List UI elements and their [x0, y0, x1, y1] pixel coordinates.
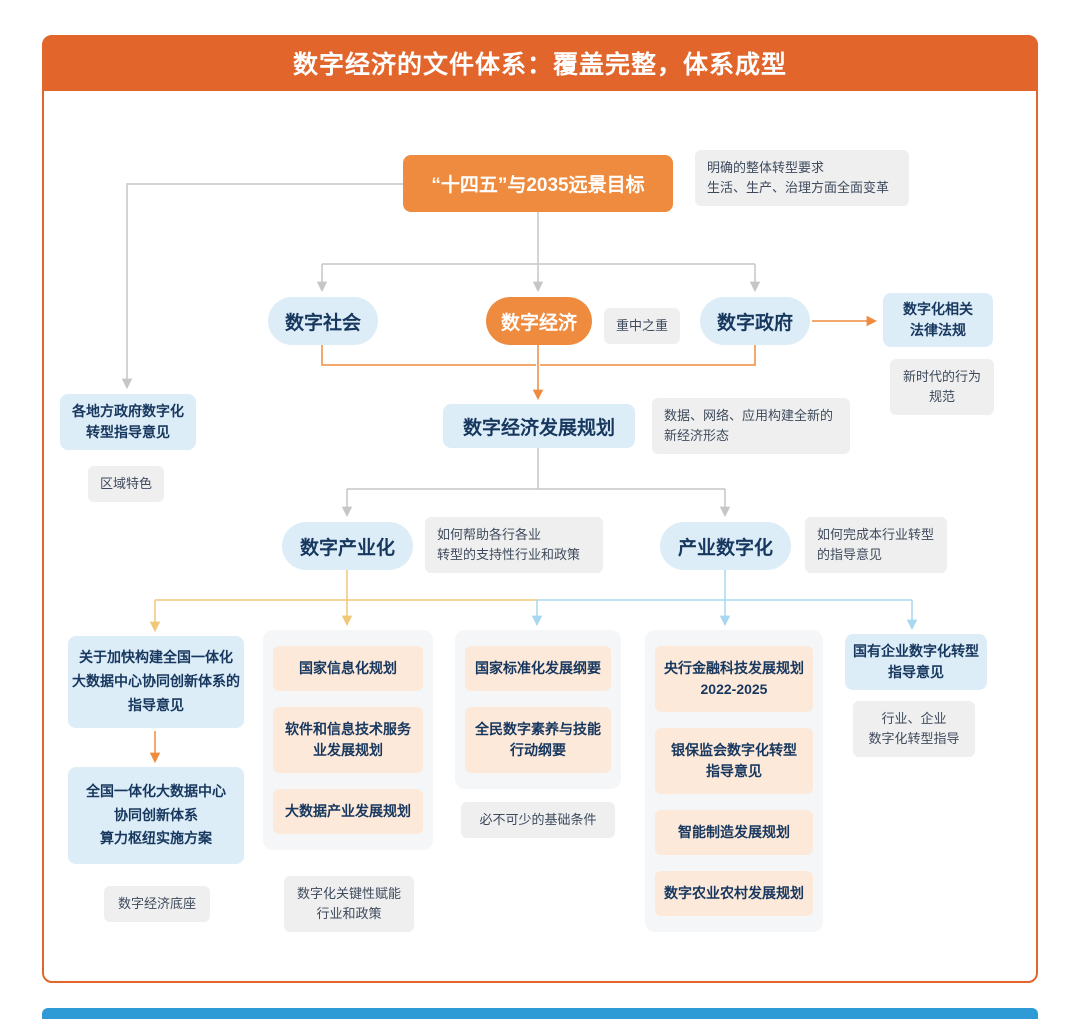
page-title: 数字经济的文件体系：覆盖完整，体系成型	[42, 35, 1038, 91]
node-digital-industrialization: 数字产业化	[282, 522, 413, 570]
note-digital-industrialization: 如何帮助各行各业 转型的支持性行业和政策	[425, 517, 603, 574]
node-national-informatization-plan: 国家信息化规划	[273, 646, 423, 691]
note-col1-foundation: 数字经济底座	[104, 886, 210, 923]
group-enabling-industries: 国家信息化规划 软件和信息技术服务 业发展规划 大数据产业发展规划	[263, 630, 433, 850]
node-digital-government: 数字政府	[700, 297, 810, 345]
node-national-bigdata-center-guidance: 关于加快构建全国一体化 大数据中心协同创新体系的 指导意见	[68, 636, 244, 728]
note-root: 明确的整体转型要求 生活、生产、治理方面全面变革	[695, 150, 909, 207]
bottom-divider-bar	[42, 1008, 1038, 1019]
node-bigdata-industry-plan: 大数据产业发展规划	[273, 789, 423, 834]
note-digital-laws: 新时代的行为 规范	[890, 359, 994, 416]
note-col2-enabling: 数字化关键性赋能 行业和政策	[284, 876, 414, 933]
node-pboc-fintech-plan: 央行金融科技发展规划 2022-2025	[655, 646, 813, 712]
note-digital-economy-plan: 数据、网络、应用构建全新的 新经济形态	[652, 398, 850, 455]
note-col3-basic-conditions: 必不可少的基础条件	[461, 802, 615, 839]
note-local-government: 区域特色	[88, 466, 164, 503]
node-industry-digitalization: 产业数字化	[660, 522, 791, 570]
node-digital-society: 数字社会	[268, 297, 378, 345]
node-digital-economy: 数字经济	[486, 297, 592, 345]
group-industry-transformation-plans: 央行金融科技发展规划 2022-2025 银保监会数字化转型 指导意见 智能制造…	[645, 630, 823, 932]
node-digital-literacy-outline: 全民数字素养与技能 行动纲要	[465, 707, 611, 773]
node-soe-digital-transformation: 国有企业数字化转型 指导意见	[845, 634, 987, 690]
node-digital-economy-plan: 数字经济发展规划	[443, 404, 635, 448]
note-industry-digitalization: 如何完成本行业转型 的指导意见	[805, 517, 947, 574]
node-local-government-guidance: 各地方政府数字化 转型指导意见	[60, 394, 196, 450]
node-digital-laws: 数字化相关 法律法规	[883, 293, 993, 347]
note-col5-industry-enterprise: 行业、企业 数字化转型指导	[853, 701, 975, 758]
node-smart-manufacturing-plan: 智能制造发展规划	[655, 810, 813, 855]
node-14th-five-year-goals: “十四五”与2035远景目标	[403, 155, 673, 212]
group-basic-conditions: 国家标准化发展纲要 全民数字素养与技能 行动纲要	[455, 630, 621, 789]
node-computing-hub-implementation: 全国一体化大数据中心 协同创新体系 算力枢纽实施方案	[68, 767, 244, 864]
node-cbirc-digital-transformation: 银保监会数字化转型 指导意见	[655, 728, 813, 794]
node-digital-agriculture-plan: 数字农业农村发展规划	[655, 871, 813, 916]
node-software-it-services-plan: 软件和信息技术服务 业发展规划	[273, 707, 423, 773]
note-digital-economy: 重中之重	[604, 308, 681, 345]
node-standardization-outline: 国家标准化发展纲要	[465, 646, 611, 691]
